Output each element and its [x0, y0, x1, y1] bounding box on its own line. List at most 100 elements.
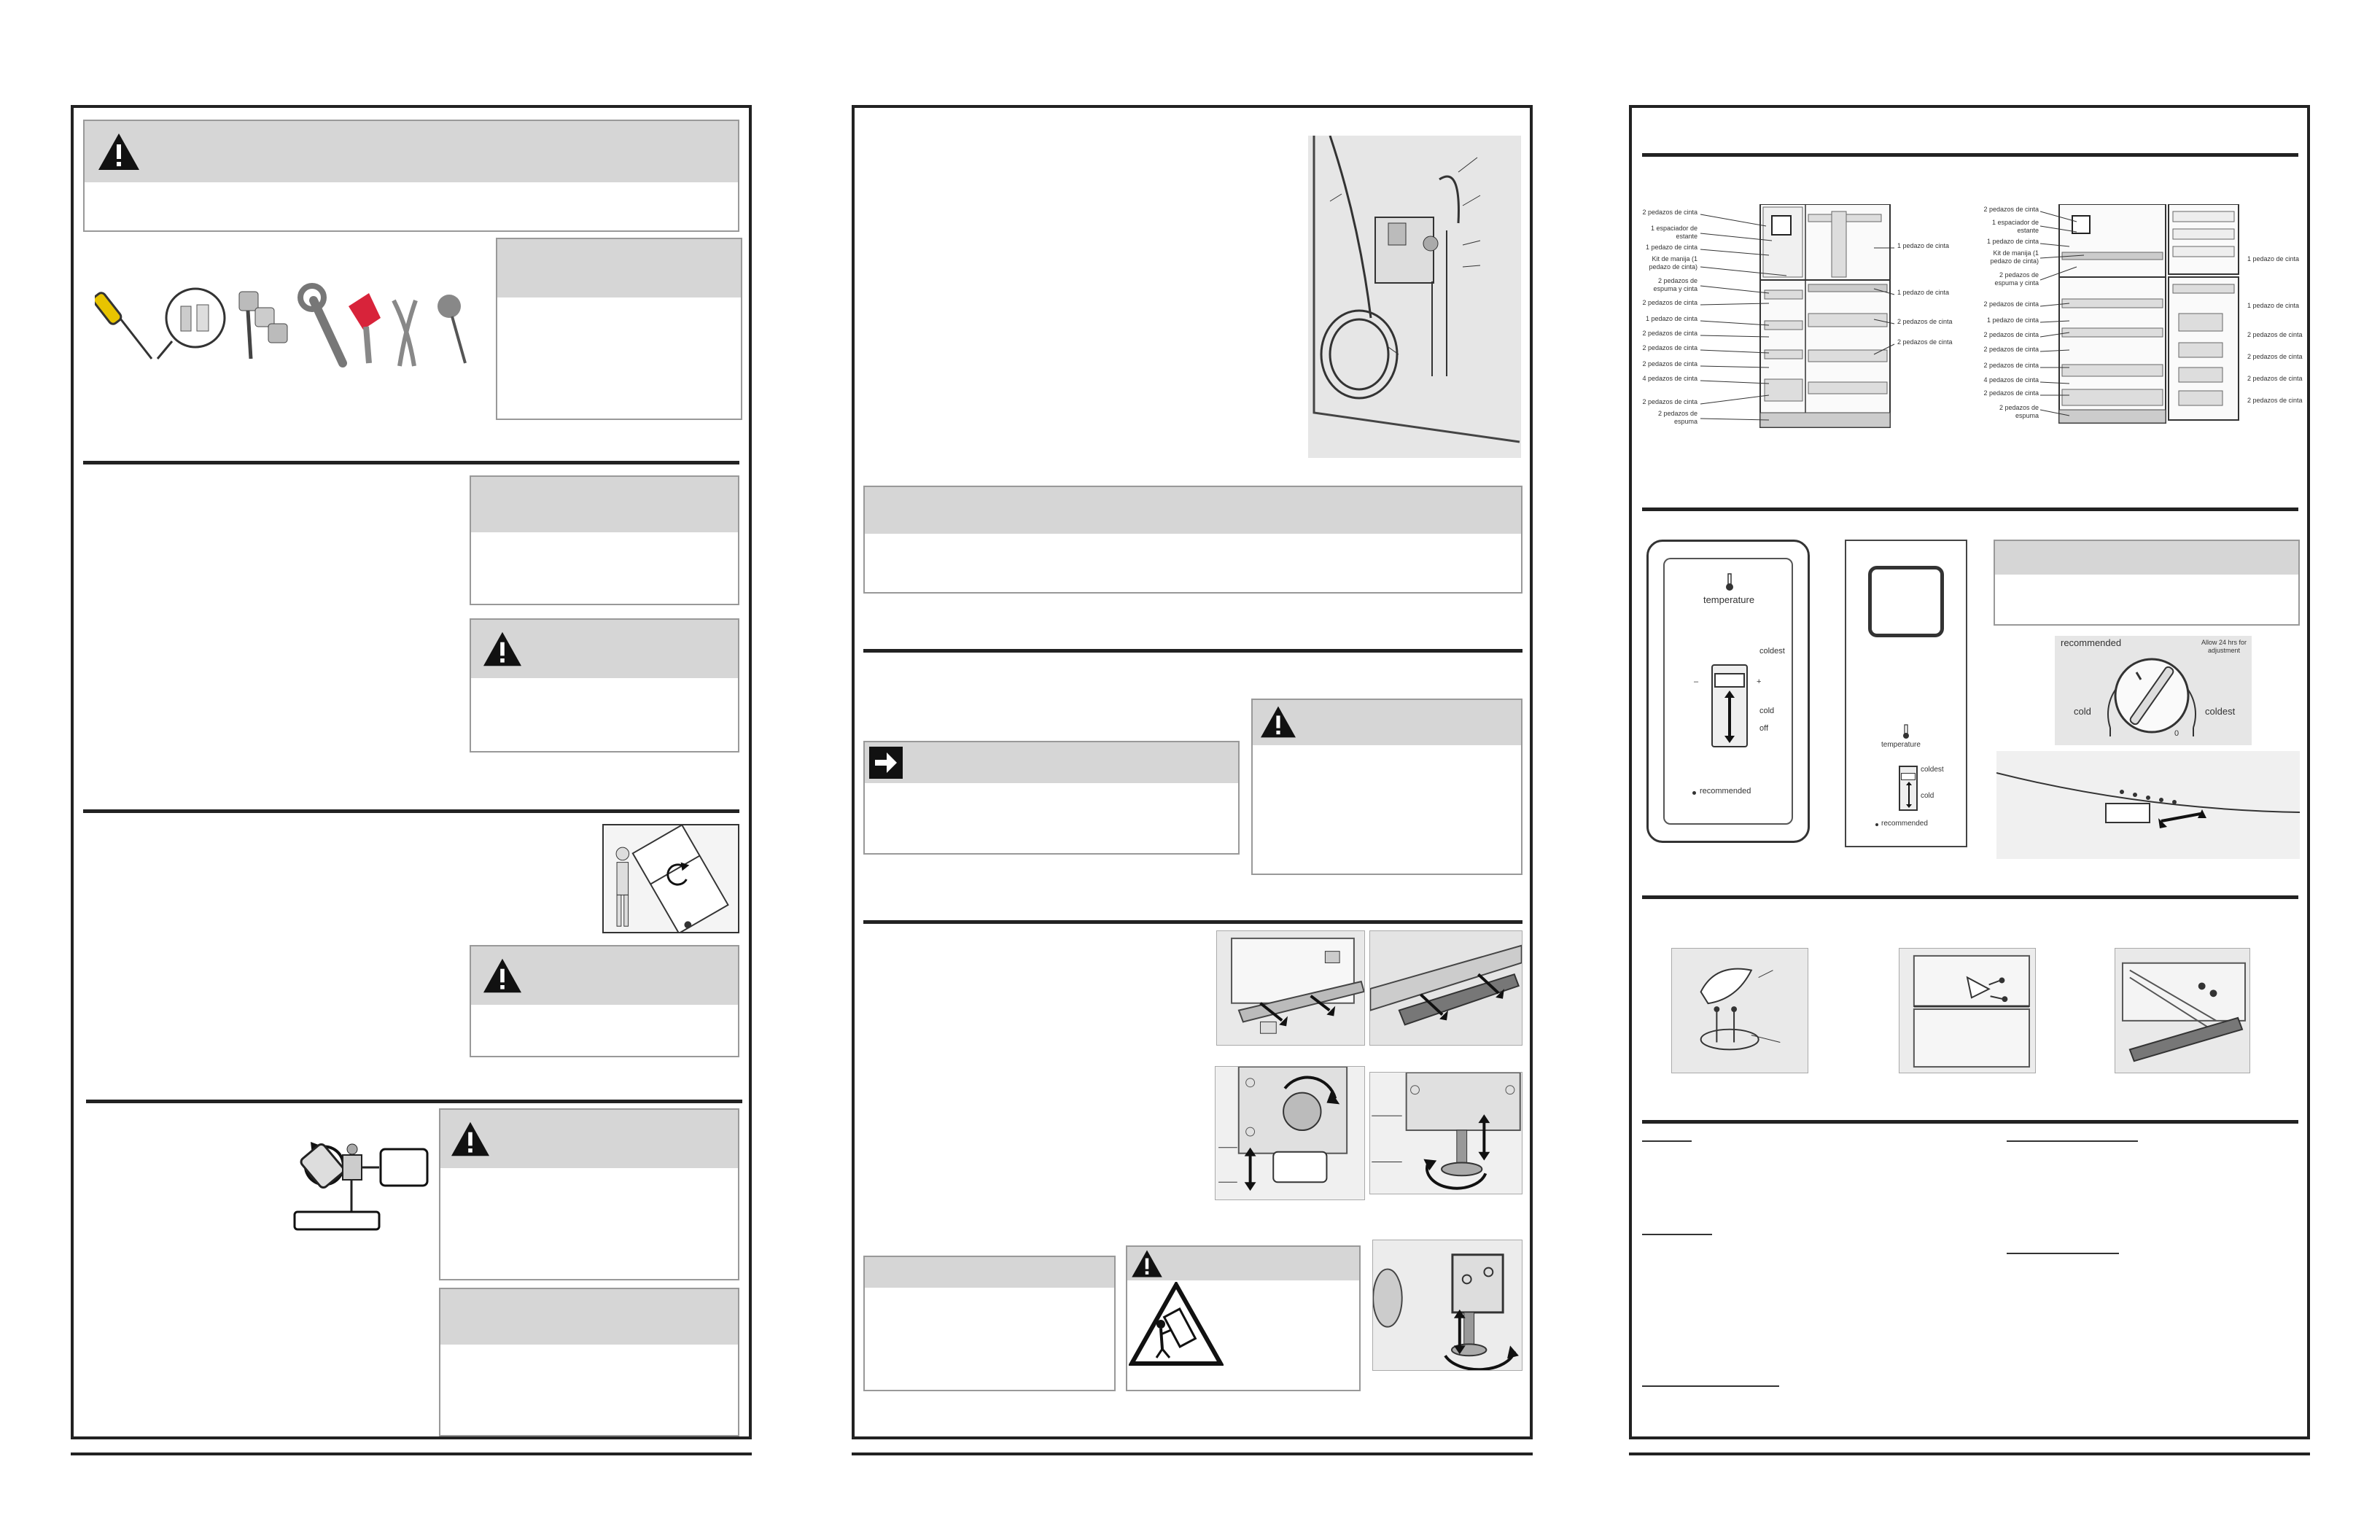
thermometer-icon [1726, 573, 1733, 591]
section-rule-2 [83, 809, 739, 813]
grille-removal-figure-1 [1216, 930, 1365, 1046]
page-left-bottom-rule [71, 1452, 752, 1455]
info-box-control-header [1995, 541, 2298, 575]
warning-box-top [83, 120, 739, 232]
handle-install-figure-3 [2115, 948, 2250, 1073]
fridge-right-label: 2 pedazos de cinta [1983, 206, 2039, 213]
info-box-m3-header [865, 1257, 1114, 1288]
info-box-tools [496, 238, 742, 420]
warning-triangle-icon [451, 1121, 489, 1156]
person-head-icon [615, 847, 630, 861]
dial-recommended-label: recommended [2061, 637, 2122, 648]
fridge-right-label: 2 pedazos de cinta [1983, 346, 2039, 353]
warning-triangle-icon [98, 133, 139, 170]
info-box-tools-header [497, 239, 741, 298]
control-inner-frame [1663, 558, 1793, 825]
socket-set-icon [238, 291, 288, 359]
warning-box-tipover-header [1127, 1247, 1359, 1280]
fridge-left-label: 2 pedazos de espuma y cinta [1653, 277, 1698, 292]
fridge-left-right-label: 2 pedazos de cinta [1897, 318, 1953, 325]
dial-knob-icon[interactable] [2097, 646, 2206, 745]
fridge-left-right-label: 1 pedazo de cinta [1897, 242, 1950, 249]
fridge-right-drawing [2040, 204, 2239, 424]
dial-zero-label: 0 [2174, 729, 2179, 738]
drill-bit-icon [438, 295, 467, 364]
water-line-installation-figure [1308, 136, 1521, 458]
fridge-left-label: Kit de manija (1 pedazo de cinta) [1649, 255, 1698, 271]
temperature-control-panel-mid: temperature coldest cold recommended [1845, 540, 1967, 847]
section-rule-1 [83, 461, 739, 464]
warning-box-m1-header [1253, 700, 1521, 745]
note-box-arrow-header [865, 742, 1238, 783]
temperature-slider-track-mid[interactable] [1899, 766, 1918, 811]
coldest-label-mid: coldest [1921, 766, 1944, 774]
recommended-label-mid: recommended [1881, 820, 1928, 828]
fridge-right-right-label: 2 pedazos de cinta [2247, 353, 2303, 360]
coldest-label: coldest [1759, 647, 1785, 656]
fridge-left-label: 2 pedazos de cinta [1642, 398, 1698, 405]
fridge-left-label: 4 pedazos de cinta [1642, 375, 1698, 382]
valve-knob-icon [1423, 236, 1439, 252]
fridge-right-label: 2 pedazos de cinta [1983, 362, 2039, 369]
section-rule-r3 [1642, 895, 2298, 899]
fridge-left-label: 2 pedazos de cinta [1642, 344, 1698, 351]
warning-triangle-icon [1132, 1250, 1162, 1278]
double-arrow-vertical-icon [1724, 691, 1735, 743]
section-rule-m1 [863, 649, 1522, 653]
warning-box-tipover [1126, 1245, 1361, 1391]
fridge-diagram-left: 2 pedazos de cinta 1 espaciador de estan… [1642, 201, 1978, 435]
warning-box-3-header [471, 946, 738, 1005]
warning-box-3 [470, 945, 739, 1057]
temperature-slider-knob[interactable] [1714, 673, 1745, 688]
warning-triangle-icon [483, 958, 521, 993]
slide-control-figure [1996, 751, 2300, 859]
leveling-leg-figure [1369, 1072, 1522, 1194]
temperature-slider-knob-mid[interactable] [1901, 773, 1916, 780]
subheading-underline [1642, 1385, 1779, 1387]
minus-label: – [1694, 677, 1699, 686]
section-rule-m2 [863, 920, 1522, 924]
dispenser-window [1868, 566, 1944, 637]
fridge-left-label: 1 pedazo de cinta [1645, 315, 1698, 322]
temperature-slider-track[interactable] [1711, 664, 1748, 747]
cold-label-mid: cold [1921, 792, 1934, 800]
info-box-2 [470, 475, 739, 605]
temperature-control-panel-left: temperature coldest cold off – + recomme… [1646, 540, 1810, 843]
handle-install-figure-1 [1671, 948, 1808, 1073]
fridge-right-right-label: 1 pedazo de cinta [2247, 302, 2300, 309]
pliers-icon [392, 299, 418, 367]
cold-label: cold [1759, 707, 1775, 715]
fridge-right-right-label: 2 pedazos de cinta [2247, 331, 2303, 338]
handle-install-figure-2 [1899, 948, 2036, 1073]
warning-box-2-header [471, 620, 738, 678]
double-arrow-vertical-icon [1906, 782, 1912, 808]
fridge-right-right-label: 2 pedazos de cinta [2247, 375, 2303, 382]
dial-cold-label: cold [2074, 706, 2091, 717]
fridge-right-label: 4 pedazos de cinta [1983, 376, 2039, 384]
section-rule-r1 [1642, 153, 2298, 157]
fridge-left-label: 2 pedazos de cinta [1642, 209, 1698, 216]
info-box-5 [439, 1288, 739, 1436]
note-box-wide [863, 486, 1522, 594]
note-box-arrow [863, 741, 1240, 855]
temperature-label-mid: temperature [1881, 741, 1921, 749]
info-box-m3 [863, 1256, 1116, 1391]
info-box-control [1994, 540, 2300, 626]
putty-knife-icon [349, 293, 381, 364]
fridge-right-label: 2 pedazos de espuma y cinta [1994, 271, 2039, 287]
warning-triangle-icon [483, 631, 521, 666]
section-rule-r4 [1642, 1120, 2298, 1124]
subheading-underline [1642, 1234, 1712, 1235]
info-box-5-header [440, 1289, 738, 1345]
subheading-underline [2007, 1253, 2119, 1254]
fridge-left-label: 2 pedazos de cinta [1642, 360, 1698, 368]
fridge-right-label: Kit de manija (1 pedazo de cinta) [1990, 249, 2039, 265]
dial-coldest-label: coldest [2205, 706, 2236, 717]
fridge-left-right-label: 1 pedazo de cinta [1897, 289, 1950, 296]
fridge-right-label: 1 pedazo de cinta [1986, 238, 2039, 245]
section-rule-3 [86, 1100, 742, 1103]
temperature-label: temperature [1703, 594, 1755, 605]
subheading-underline [1642, 1140, 1692, 1142]
fridge-left-drawing [1700, 204, 1895, 428]
section-rule-r2 [1642, 508, 2298, 511]
